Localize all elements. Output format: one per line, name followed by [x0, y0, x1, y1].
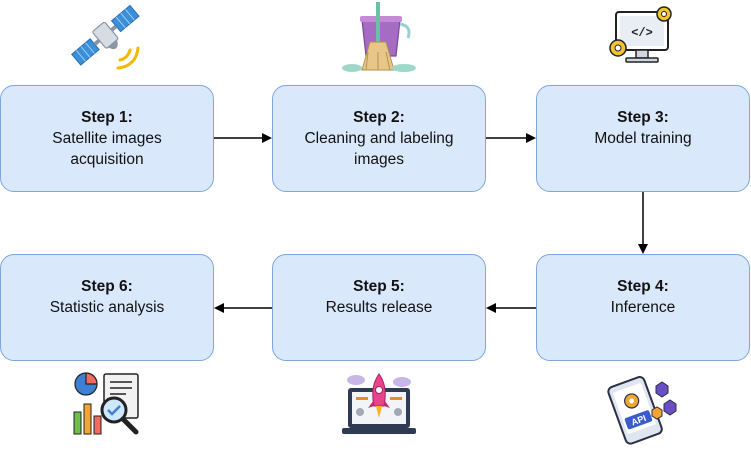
step-6-title: Step 6:	[81, 278, 133, 295]
step-3-desc: Model training	[594, 130, 692, 147]
step-1-desc-line-1: Satellite images	[52, 130, 162, 147]
api-label: API	[630, 413, 648, 428]
cleaning-bucket-icon	[342, 2, 416, 72]
step-6-box: Step 6: Statistic analysis	[0, 254, 214, 361]
step-3-title: Step 3:	[617, 109, 669, 126]
step-3-box: Step 3: Model training	[536, 85, 750, 192]
step-5-title: Step 5:	[353, 278, 405, 295]
step-2-desc-line-1: Cleaning and labeling	[304, 130, 454, 147]
step-2-desc-line-2: images	[354, 151, 404, 168]
computer-code-gears-icon: </>	[609, 6, 672, 63]
step-1-title: Step 1:	[81, 109, 133, 126]
step-2-box: Step 2: Cleaning and labeling images	[272, 85, 486, 192]
step-1-desc-line-2: acquisition	[70, 151, 144, 168]
report-magnifier-icon	[73, 372, 139, 435]
step-5-desc: Results release	[325, 299, 433, 316]
step-4-title: Step 4:	[617, 278, 669, 295]
api-phone-icon: API	[607, 376, 677, 445]
satellite-icon	[71, 4, 140, 70]
step-4-desc: Inference	[610, 299, 676, 316]
step-1-box: Step 1: Satellite images acquisition	[0, 85, 214, 192]
step-4-box: Step 4: Inference	[536, 254, 750, 361]
step-6-desc: Statistic analysis	[49, 299, 165, 316]
step-5-box: Step 5: Results release	[272, 254, 486, 361]
svg-text:</>: </>	[631, 26, 653, 40]
rocket-launch-laptop-icon	[342, 373, 416, 434]
step-2-title: Step 2:	[353, 109, 405, 126]
